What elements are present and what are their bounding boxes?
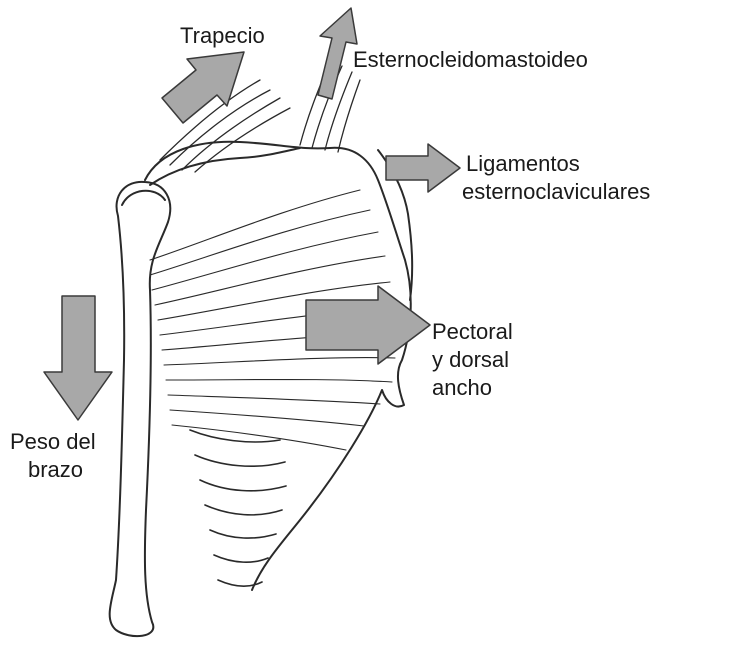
peso-line2: brazo: [28, 456, 96, 484]
esternocleidomastoideo-label: Esternocleidomastoideo: [353, 46, 588, 74]
trapecio-label: Trapecio: [180, 22, 265, 50]
esternocleidomastoideo-arrow: [318, 8, 357, 99]
scapula-outline: [145, 142, 411, 590]
peso-label: Peso del brazo: [10, 428, 96, 484]
ligamentos-label: Ligamentos esternoclaviculares: [466, 150, 650, 206]
peso-arrow: [44, 296, 112, 420]
ligamentos-arrow: [386, 144, 460, 192]
humerus-head: [122, 191, 165, 205]
humerus-bone: [110, 182, 171, 636]
peso-line1: Peso del: [10, 428, 96, 456]
pectoral-line2: y dorsal: [432, 346, 513, 374]
ligamentos-line2: esternoclaviculares: [462, 178, 650, 206]
esternocleidomastoideo-text: Esternocleidomastoideo: [353, 46, 588, 74]
trapecio-text: Trapecio: [180, 22, 265, 50]
pectoral-line3: ancho: [432, 374, 513, 402]
ligamentos-line1: Ligamentos: [466, 150, 650, 178]
pectoral-line1: Pectoral: [432, 318, 513, 346]
ribs: [190, 430, 286, 586]
pectoral-label: Pectoral y dorsal ancho: [432, 318, 513, 402]
